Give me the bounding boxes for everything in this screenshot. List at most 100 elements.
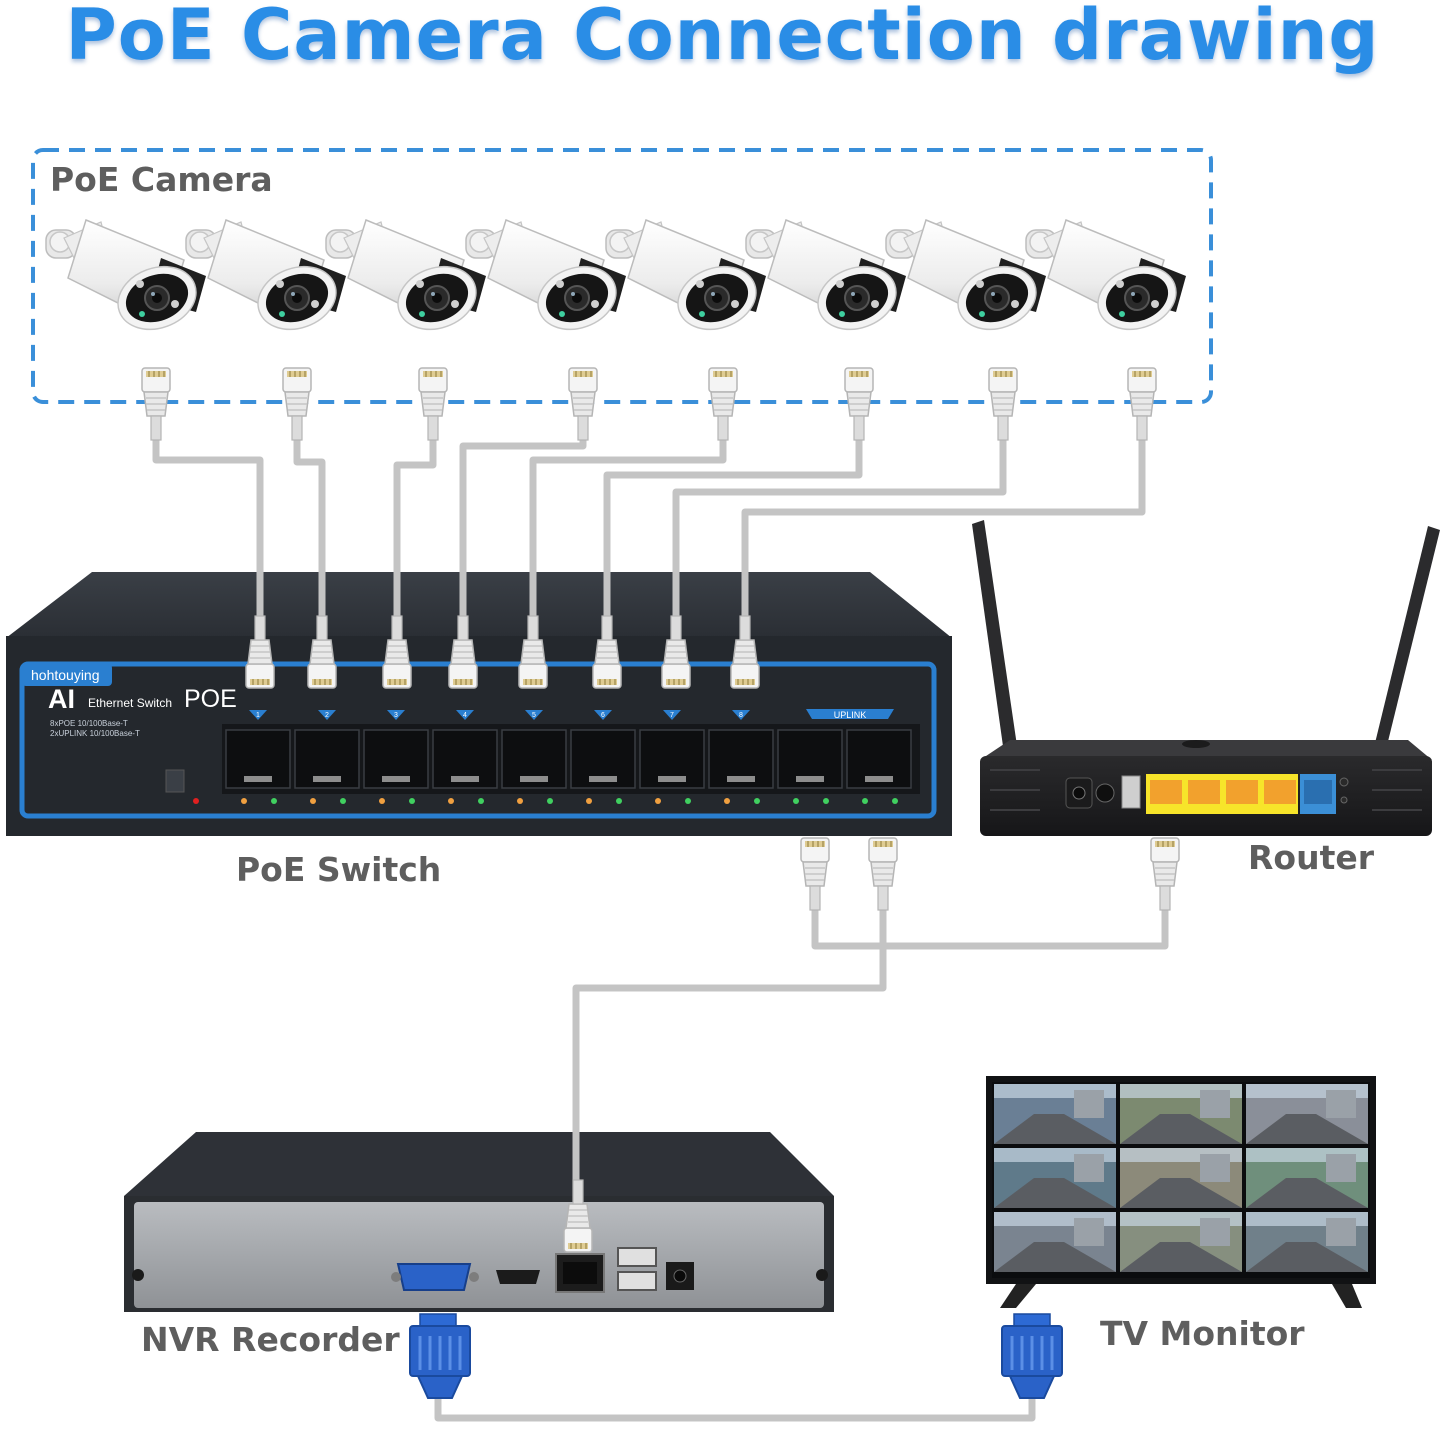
rj45-plug-icon [418,367,448,441]
port-contacts [796,776,824,782]
port-number: 5 [532,712,536,719]
camera-feed-tile [1120,1084,1242,1144]
diagram-title: PoE Camera Connection drawing [65,0,1380,76]
bullet-camera-icon [325,219,487,341]
switch-ports [225,729,912,789]
status-led [862,798,868,804]
status-led [586,798,592,804]
rj45-plug-icon [988,367,1018,441]
vga-connector-icon [1001,1313,1063,1399]
port-contacts [520,776,548,782]
camera-feed-tile [1246,1148,1368,1208]
status-led [517,798,523,804]
rj45-plug-icon [1127,367,1157,441]
camera-feed-tile [1246,1212,1368,1272]
port-badge [663,710,681,720]
rj45-plug-icon [844,367,874,441]
status-led [340,798,346,804]
camera-feed-tile [994,1084,1116,1144]
switch-ai-mark: AI [48,684,75,714]
port-contacts [244,776,272,782]
port-number: 2 [325,712,329,719]
port-number: 6 [601,712,605,719]
status-led [655,798,661,804]
status-led [379,798,385,804]
status-led [685,798,691,804]
status-led [409,798,415,804]
network-cables [434,902,1169,1422]
port-number: 3 [394,712,398,719]
status-led [547,798,553,804]
camera-feed-tile [994,1212,1116,1272]
poe-switch [6,572,952,836]
vga-cable [409,1313,1063,1399]
port-contacts [313,776,341,782]
bullet-camera-icon [605,219,767,341]
status-led [616,798,622,804]
rj45-plug-icon [568,367,598,441]
status-led [271,798,277,804]
switch-spec-uplink: 2xUPLINK 10/100Base-T [50,729,140,738]
bullet-camera-icon [465,219,627,341]
rj45-plug-icon [282,367,312,441]
tv-monitor [986,1076,1376,1308]
camera-cables [152,436,1146,620]
rj45-plug-icon [800,837,830,911]
port-contacts [658,776,686,782]
status-led [754,798,760,804]
camera-feed-tile [1246,1084,1368,1144]
status-led [724,798,730,804]
port-contacts [451,776,479,782]
port-contacts [589,776,617,782]
camera-feed-tile [994,1148,1116,1208]
port-number: 1 [256,712,260,719]
port-contacts [727,776,755,782]
nvr-recorder-label: NVR Recorder [141,1320,400,1359]
port-badge [249,710,267,720]
rj45-plug-icon [708,367,738,441]
status-led [823,798,829,804]
switch-type-label: Ethernet Switch [88,696,173,710]
port-badge [594,710,612,720]
status-led [892,798,898,804]
camera-feed-tile [1120,1212,1242,1272]
status-led [241,798,247,804]
router [972,520,1440,836]
bullet-camera-icon [45,219,207,341]
camera-feed-tile [1120,1148,1242,1208]
port-contacts [865,776,893,782]
switch-brand-logo: hohtouying [31,667,100,683]
rj45-plug-icon [868,837,898,911]
status-led [448,798,454,804]
poe-switch-label: PoE Switch [236,850,442,889]
bullet-camera-icon [185,219,347,341]
port-contacts [382,776,410,782]
switch-spec-poe: 8xPOE 10/100Base-T [50,719,128,728]
uplink-badge [806,709,894,719]
vga-connector-icon [409,1313,471,1399]
port-badge [318,710,336,720]
camera-plugs [141,367,1157,441]
status-led [310,798,316,804]
switch-poe-mark: POE [184,685,237,713]
tv-monitor-label: TV Monitor [1100,1314,1305,1353]
port-badge [732,710,750,720]
router-label: Router [1248,838,1375,877]
poe-camera-label: PoE Camera [50,160,273,199]
port-number: 7 [670,712,674,719]
rj45-plug-icon [1150,837,1180,911]
bullet-camera-icon [885,219,1047,341]
bullet-camera-icon [745,219,907,341]
camera-group-box [31,148,1213,404]
status-led [478,798,484,804]
camera-row [45,219,1187,341]
port-number: 8 [739,712,743,719]
status-led [793,798,799,804]
uplink-label: UPLINK [834,710,867,720]
nvr-recorder [124,1132,834,1312]
port-badge [456,710,474,720]
port-badge [387,710,405,720]
bullet-camera-icon [1025,219,1187,341]
rj45-plug-icon [141,367,171,441]
